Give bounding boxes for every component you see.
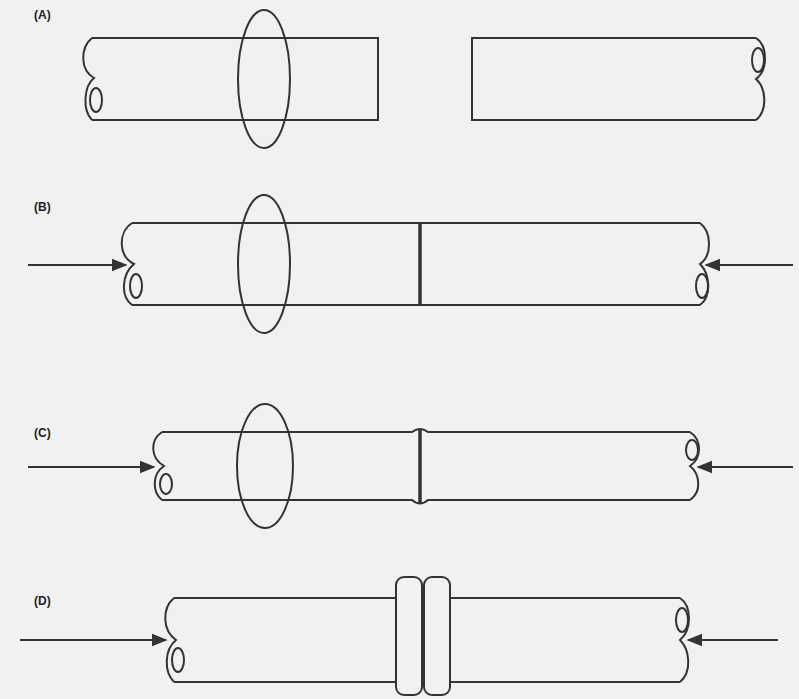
force-arrow <box>706 264 793 266</box>
force-arrow <box>28 264 126 266</box>
force-arrow <box>28 466 154 468</box>
force-arrow <box>20 639 166 641</box>
clamp-ring <box>238 195 290 333</box>
rod-right <box>472 38 765 120</box>
force-arrow <box>698 466 793 468</box>
clamp-ring <box>237 404 293 528</box>
panel-label: (A) <box>34 8 51 22</box>
rod-joined <box>122 223 709 305</box>
panel-label: (C) <box>34 426 51 440</box>
rod-upset <box>153 429 699 504</box>
panel-label: (D) <box>34 594 51 608</box>
panel-label: (B) <box>34 200 51 214</box>
force-arrow <box>688 639 778 641</box>
clamp-ring <box>238 10 290 148</box>
rod-left <box>83 38 378 120</box>
rod-welded <box>165 577 689 695</box>
